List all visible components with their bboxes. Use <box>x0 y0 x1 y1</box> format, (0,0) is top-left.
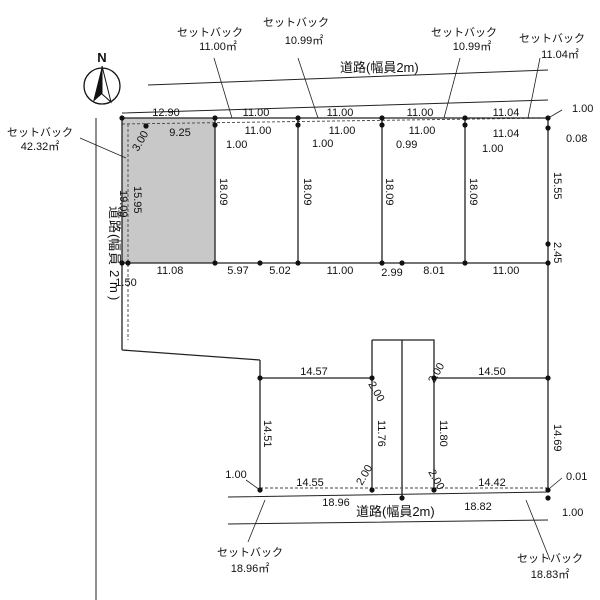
svg-text:1.00: 1.00 <box>482 143 503 155</box>
svg-text:2.00: 2.00 <box>426 361 447 386</box>
svg-text:18.09: 18.09 <box>467 178 479 206</box>
svg-text:5.97: 5.97 <box>227 265 248 277</box>
svg-text:18.96㎡: 18.96㎡ <box>231 562 270 575</box>
north-arrow-icon: N <box>83 50 121 105</box>
svg-text:14.55: 14.55 <box>296 477 324 489</box>
svg-text:11.08: 11.08 <box>157 265 184 277</box>
road-left-label: 道 路 ( 幅 員 2 m ) <box>107 206 122 300</box>
svg-text:セットバック: セットバック <box>431 26 497 39</box>
north-label: N <box>97 50 106 65</box>
svg-text:m: m <box>107 282 122 293</box>
svg-text:2.45: 2.45 <box>551 242 563 263</box>
svg-text:1.00: 1.00 <box>312 138 333 150</box>
svg-text:11.00: 11.00 <box>327 265 354 277</box>
svg-text:11.00: 11.00 <box>327 107 354 119</box>
svg-text:2: 2 <box>107 270 122 277</box>
svg-text:0.99: 0.99 <box>396 139 417 151</box>
svg-text:14.57: 14.57 <box>300 366 328 378</box>
svg-text:セットバック: セットバック <box>519 32 585 45</box>
svg-text:道: 道 <box>107 206 122 219</box>
svg-text:2.00: 2.00 <box>365 380 386 405</box>
svg-text:11.04㎡: 11.04㎡ <box>541 48 579 61</box>
svg-text:11.00㎡: 11.00㎡ <box>199 40 237 53</box>
svg-text:18.83㎡: 18.83㎡ <box>531 568 570 581</box>
svg-text:): ) <box>107 296 122 300</box>
svg-text:セットバック: セットバック <box>517 552 583 565</box>
svg-text:11.00: 11.00 <box>329 125 356 137</box>
svg-text:19.09: 19.09 <box>117 190 129 218</box>
svg-text:18.09: 18.09 <box>301 178 313 206</box>
svg-text:2.00: 2.00 <box>425 468 446 493</box>
svg-text:セットバック: セットバック <box>177 26 243 39</box>
svg-text:8.01: 8.01 <box>423 265 444 277</box>
svg-text:幅: 幅 <box>107 238 122 251</box>
svg-text:14.50: 14.50 <box>478 366 506 378</box>
svg-text:18.09: 18.09 <box>217 178 229 206</box>
svg-text:14.69: 14.69 <box>551 424 563 452</box>
setback-label-left: セットバック 42.32㎡ <box>7 126 73 153</box>
svg-text:員: 員 <box>107 252 122 265</box>
svg-text:18.96: 18.96 <box>322 497 350 509</box>
svg-text:セットバック: セットバック <box>217 546 283 559</box>
setback-label-bottom-right: セットバック 18.83㎡ <box>517 552 583 581</box>
svg-text:セットバック: セットバック <box>263 16 329 29</box>
svg-text:1.00: 1.00 <box>225 469 246 481</box>
svg-text:14.51: 14.51 <box>261 420 273 448</box>
svg-text:15.95: 15.95 <box>131 186 143 214</box>
svg-text:15.55: 15.55 <box>551 172 563 200</box>
svg-text:1.00: 1.00 <box>226 139 247 151</box>
svg-text:10.99㎡: 10.99㎡ <box>285 34 324 47</box>
svg-text:9.25: 9.25 <box>169 127 190 139</box>
shaded-lot <box>122 118 215 263</box>
svg-text:11.00: 11.00 <box>245 125 272 137</box>
svg-text:11.80: 11.80 <box>437 420 449 447</box>
svg-text:路: 路 <box>107 220 122 233</box>
svg-text:11.04: 11.04 <box>493 128 520 140</box>
road-bottom-label: 道路(幅員2m) <box>356 504 435 519</box>
setback-label-top2: セットバック 10.99㎡ <box>263 16 329 47</box>
svg-text:11.76: 11.76 <box>375 420 387 447</box>
svg-text:11.00: 11.00 <box>409 125 436 137</box>
svg-text:10.99㎡: 10.99㎡ <box>453 40 492 53</box>
svg-text:5.02: 5.02 <box>269 265 290 277</box>
svg-text:1.50: 1.50 <box>115 277 136 289</box>
svg-text:11.04: 11.04 <box>493 107 520 119</box>
setback-label-top1: セットバック 11.00㎡ <box>177 26 243 53</box>
svg-text:0.01: 0.01 <box>566 471 587 483</box>
svg-text:12.90: 12.90 <box>152 107 180 119</box>
setback-label-bottom-left: セットバック 18.96㎡ <box>217 546 283 575</box>
svg-text:11.00: 11.00 <box>407 107 434 119</box>
svg-text:11.00: 11.00 <box>493 265 520 277</box>
svg-text:(: ( <box>107 234 122 239</box>
svg-text:42.32㎡: 42.32㎡ <box>21 140 60 153</box>
svg-text:18.82: 18.82 <box>464 501 492 513</box>
setback-label-top4: セットバック 11.04㎡ <box>519 32 585 61</box>
svg-text:14.42: 14.42 <box>478 477 506 489</box>
svg-text:1.00: 1.00 <box>572 103 593 115</box>
svg-text:0.08: 0.08 <box>566 133 587 145</box>
svg-text:11.00: 11.00 <box>243 107 270 119</box>
svg-text:セットバック: セットバック <box>7 126 73 139</box>
road-top-label: 道路(幅員2m) <box>340 60 419 75</box>
svg-text:2.99: 2.99 <box>381 267 402 279</box>
svg-text:18.09: 18.09 <box>383 178 395 206</box>
setback-label-top3: セットバック 10.99㎡ <box>431 26 497 53</box>
svg-text:1.00: 1.00 <box>562 507 583 519</box>
